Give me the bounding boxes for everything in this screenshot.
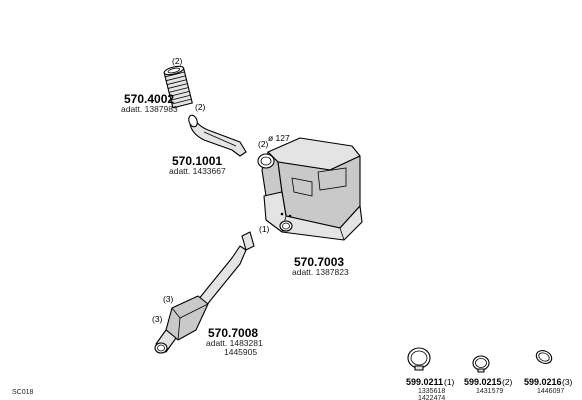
clamp-ref1-0211: 1335618 — [418, 388, 445, 395]
part-code-570-1001: 570.1001 — [172, 154, 222, 168]
part-qty-570-1001: (2) — [195, 102, 206, 112]
part-adatt-570-4002: adatt. 1387983 — [121, 104, 178, 114]
clamp-0211-drawing — [407, 347, 431, 371]
clamp-ref2-0211: 1422474 — [418, 395, 445, 400]
clamp-qty-0216: (3) — [562, 377, 573, 387]
part-qty-a-570-7008: (3) — [163, 294, 174, 304]
part-code-570-4002: 570.4002 — [124, 92, 174, 106]
part-code-570-7008: 570.7008 — [208, 326, 258, 340]
part-qty-570-4002: (2) — [172, 56, 183, 66]
part-adatt1-570-7008: adatt. 1483281 — [206, 338, 263, 348]
silencer-box-drawing — [257, 137, 363, 241]
sheet-code: SC018 — [12, 389, 34, 396]
part-adatt-570-1001: adatt. 1433667 — [169, 166, 226, 176]
bent-pipe-drawing — [188, 114, 247, 157]
clamp-code-0211: 599.0211 — [406, 377, 443, 387]
clamp-qty-0211: (1) — [444, 377, 455, 387]
clamp-0216-drawing — [535, 350, 553, 364]
tailpipe-drawing — [154, 231, 255, 354]
clamp-ref1-0216: 1446097 — [537, 388, 564, 395]
clamp-code-0216: 599.0216 — [524, 377, 562, 387]
part-adatt-570-7003: adatt. 1387823 — [292, 267, 349, 277]
clamp-qty-0215: (2) — [502, 377, 513, 387]
part-qty-570-7003: (2) — [258, 139, 269, 149]
part-diameter-570-7003: ø 127 — [268, 133, 290, 143]
flex-hose-drawing — [163, 65, 193, 109]
part-qty-outlet-570-7003: (1) — [259, 224, 270, 234]
part-code-570-7003: 570.7003 — [294, 255, 344, 269]
part-qty-b-570-7008: (3) — [152, 314, 163, 324]
clamp-0215-drawing — [472, 355, 490, 373]
part-adatt2-570-7008: 1445905 — [224, 347, 257, 357]
clamp-code-0215: 599.0215 — [464, 377, 502, 387]
clamp-ref1-0215: 1431579 — [476, 388, 503, 395]
